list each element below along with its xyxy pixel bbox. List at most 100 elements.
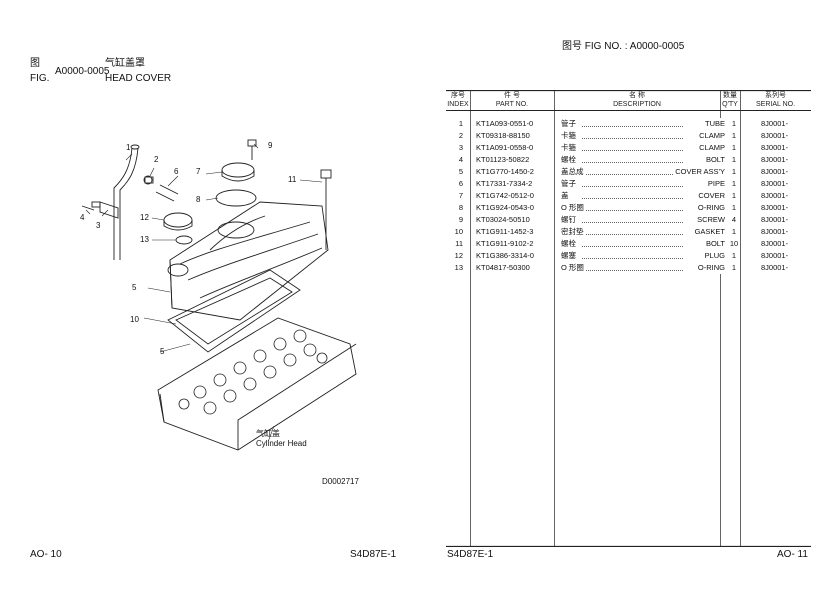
clamp-part: [143, 175, 153, 185]
row-part-number: KT1G911-9102-2: [476, 239, 534, 248]
exploded-view-drawing: 1 2 3 4 5 6 7 8 9 10 11 12 13 5 气缸盖 Cyli…: [80, 139, 359, 486]
callout-3: 3: [96, 221, 101, 230]
row-part-number: KT1G742-0512-0: [476, 191, 534, 200]
dotted-leader: [582, 138, 683, 139]
row-index: 10: [454, 227, 463, 236]
header-desc-en: DESCRIPTION: [613, 101, 661, 108]
row-index: 11: [455, 239, 463, 248]
header-index-en: INDEX: [447, 101, 469, 108]
head-cover-part: [169, 201, 329, 321]
row-description-en: O-RING: [696, 262, 726, 274]
row-description-en: GASKET: [693, 226, 726, 238]
cover-part: [221, 162, 255, 178]
row-description-en: COVER ASS'Y: [674, 166, 726, 178]
cylinder-head-label-cn: 气缸盖: [256, 428, 280, 438]
parts-table: 序号 INDEX 件 号 PART NO. 名 称 DESCRIPTION 数量…: [446, 90, 811, 547]
left-model-code: S4D87E-1: [350, 549, 397, 560]
right-page-number: AO- 11: [777, 549, 808, 560]
row-description-cn: 密封垫: [560, 226, 585, 238]
row-description-cn: 螺栓: [560, 238, 577, 250]
row-part-number: KT01123-50822: [476, 155, 530, 164]
row-description-cn: 螺栓: [560, 154, 577, 166]
gasket-part: [167, 269, 301, 353]
row-description-en: SCREW: [696, 214, 726, 226]
row-quantity: 1: [731, 179, 737, 188]
fig-label-en: FIG.: [30, 73, 50, 84]
row-quantity: 1: [731, 167, 737, 176]
callout-12: 12: [140, 213, 149, 222]
row-part-number: KT09318-88150: [476, 131, 530, 140]
callout-1: 1: [126, 143, 131, 152]
row-description-en: CLAMP: [698, 130, 726, 142]
part-group-name-en: HEAD COVER: [105, 73, 172, 84]
row-part-number: KT1A093-0551-0: [476, 119, 534, 128]
row-serial-number: 8J0001-: [761, 131, 789, 140]
fig-label-cn: 图: [30, 58, 40, 69]
o-ring-part: [215, 189, 257, 207]
row-index: 1: [458, 119, 463, 128]
row-index: 6: [458, 179, 463, 188]
row-part-number: KT1G911-1452-3: [476, 227, 534, 236]
fig-number: A0000-0005: [55, 66, 110, 77]
row-part-number: KT04817-50300: [476, 263, 530, 272]
dotted-leader: [582, 198, 683, 199]
dotted-leader: [582, 174, 683, 175]
row-quantity: 1: [731, 191, 737, 200]
row-index: 3: [458, 143, 463, 152]
row-description-en: TUBE: [703, 118, 726, 130]
row-serial-number: 8J0001-: [761, 191, 789, 200]
header-part-cn: 件 号: [504, 92, 520, 99]
callout-9: 9: [268, 141, 273, 150]
row-description-cn: 螺塞: [560, 250, 577, 262]
row-quantity: 1: [731, 251, 737, 260]
row-serial-number: 8J0001-: [761, 119, 789, 128]
cylinder-head-label-en: Cylinder Head: [256, 439, 307, 448]
dotted-leader: [582, 246, 683, 247]
row-part-number: KT1G924-0543-0: [476, 203, 534, 212]
dotted-leader: [582, 162, 683, 163]
dotted-leader: [582, 222, 683, 223]
row-index: 8: [458, 203, 463, 212]
row-description-en: PLUG: [703, 250, 726, 262]
row-description-en: CLAMP: [698, 142, 726, 154]
header-part-en: PART NO.: [495, 101, 529, 108]
dotted-leader: [582, 258, 683, 259]
row-serial-number: 8J0001-: [761, 215, 789, 224]
row-description-cn: 盖总成: [560, 166, 585, 178]
callout-4: 4: [80, 213, 85, 222]
row-quantity: 1: [731, 119, 737, 128]
plug-part: [163, 212, 193, 228]
row-part-number: KT03024-50510: [476, 215, 530, 224]
row-serial-number: 8J0001-: [761, 143, 789, 152]
dotted-leader: [582, 150, 683, 151]
callout-7: 7: [196, 167, 201, 176]
right-model-code: S4D87E-1: [447, 549, 494, 560]
row-description-cn: 卡箍: [560, 130, 577, 142]
callout-13: 13: [140, 235, 149, 244]
dotted-leader: [582, 210, 683, 211]
dotted-leader: [582, 234, 683, 235]
dotted-leader: [582, 270, 683, 271]
row-description-cn: O 形圈: [560, 202, 585, 214]
row-index: 5: [458, 167, 463, 176]
callout-6: 6: [174, 167, 179, 176]
drawing-code: D0002717: [322, 477, 359, 486]
callout-5: 5: [132, 283, 137, 292]
row-description-cn: 盖: [560, 190, 570, 202]
header-desc-cn: 名 称: [629, 92, 645, 99]
row-serial-number: 8J0001-: [761, 155, 789, 164]
row-description-cn: 管子: [560, 178, 577, 190]
row-serial-number: 8J0001-: [761, 227, 789, 236]
row-description-en: BOLT: [704, 238, 726, 250]
row-index: 9: [458, 215, 463, 224]
